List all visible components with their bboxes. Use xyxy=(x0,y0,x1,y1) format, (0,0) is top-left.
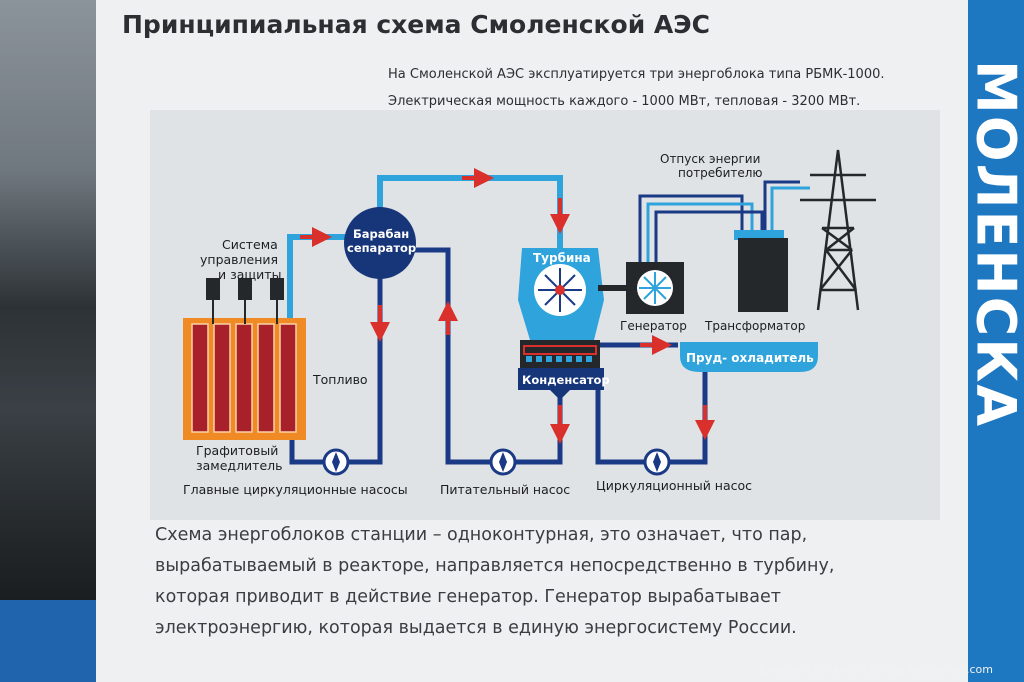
reactor xyxy=(183,278,306,440)
energy-out-label-2: потребителю xyxy=(678,166,763,180)
main-pumps-label: Главные циркуляционные насосы xyxy=(183,482,408,497)
circ-pump-label: Циркуляционный насос xyxy=(596,478,752,493)
energy-out-label-1: Отпуск энергии xyxy=(660,152,760,166)
description-line-1: Схема энергоблоков станции – одноконтурн… xyxy=(155,525,808,545)
cooling-pond xyxy=(680,342,818,372)
description-text: Схема энергоблоков станции – одноконтурн… xyxy=(155,520,875,644)
background-blue-stripe xyxy=(0,600,96,682)
control-system-label-3: и защиты xyxy=(218,267,281,282)
power-tower xyxy=(800,149,876,311)
feed-pump-label: Питательный насос xyxy=(440,482,570,497)
turbine xyxy=(518,248,604,340)
control-system-label-2: управления xyxy=(200,252,278,267)
generator xyxy=(598,262,684,314)
power-wires xyxy=(638,180,810,262)
moderator-label-2: замедлитель xyxy=(196,458,283,473)
fuel-label: Топливо xyxy=(312,372,368,387)
drum-label-2: сепаратор xyxy=(347,241,416,255)
pond-label: Пруд- охладитель xyxy=(686,351,814,365)
description-line-2: вырабатываемый в реакторе, направляется … xyxy=(155,556,835,576)
background-photo-left xyxy=(0,0,96,682)
circulation-pump xyxy=(643,448,671,476)
drum-label-1: Барабан xyxy=(353,227,409,241)
side-blue-band xyxy=(968,0,1024,682)
main-circulation-pump xyxy=(322,448,350,476)
condenser-label: Конденсатор xyxy=(522,373,610,387)
moderator-label-1: Графитовый xyxy=(196,443,278,458)
condenser xyxy=(518,340,604,400)
board-subtitle-units: На Смоленской АЭС эксплуатируется три эн… xyxy=(388,67,885,82)
board-title: Принципиальная схема Смоленской АЭС xyxy=(122,10,710,39)
transformer-label: Трансформатор xyxy=(704,319,805,333)
drum-separator xyxy=(344,207,416,279)
feed-pump xyxy=(489,448,517,476)
description-line-4: электроэнергию, которая выдается в едину… xyxy=(155,618,797,638)
transformer xyxy=(734,230,788,312)
description-line-3: которая приводит в действие генератор. Г… xyxy=(155,587,781,607)
photo-credit: Дмитрий Рогачёв | dmrog.livejournal.com xyxy=(758,663,993,676)
generator-label: Генератор xyxy=(620,319,687,333)
turbine-label: Турбина xyxy=(533,251,591,265)
flow-arrows xyxy=(300,168,715,444)
board-subtitle-power: Электрическая мощность каждого - 1000 МВ… xyxy=(388,94,861,109)
control-system-label-1: Система xyxy=(222,237,278,252)
